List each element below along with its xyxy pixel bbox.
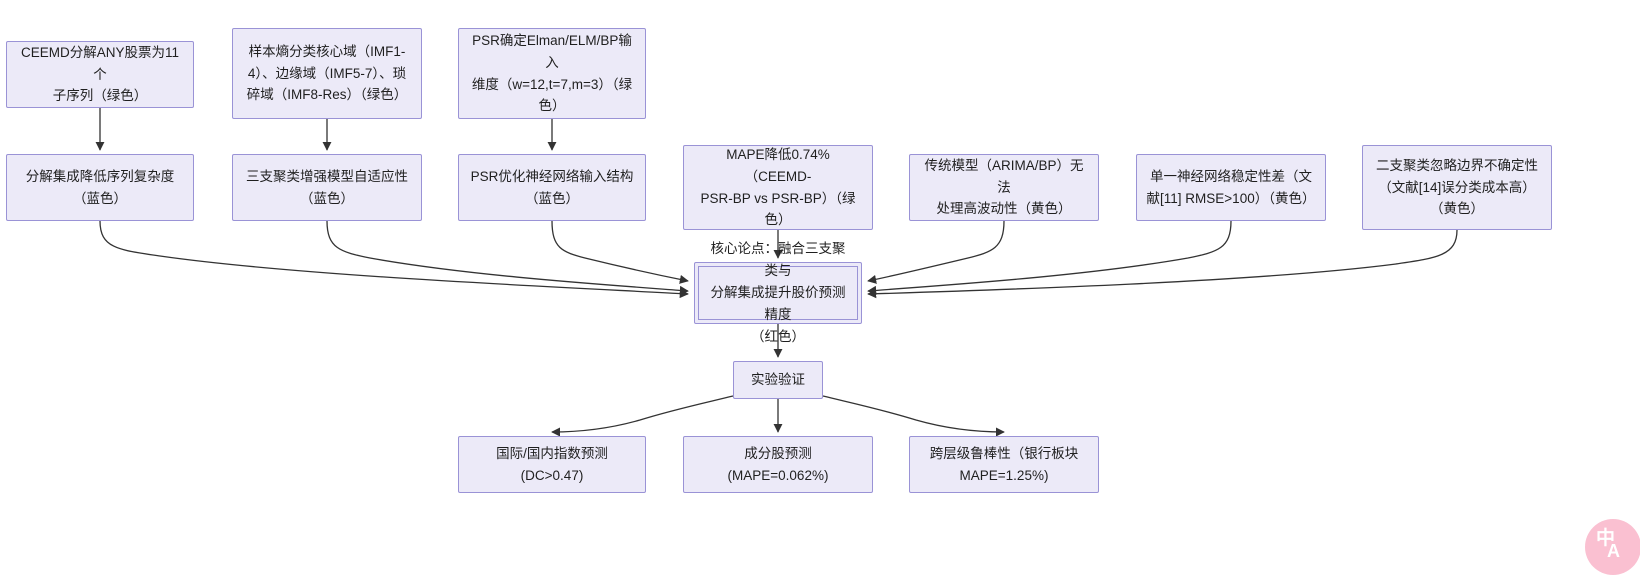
node-result-index-forecast[interactable]: 国际/国内指数预测 (DC>0.47) — [458, 436, 646, 493]
edge-n8-core — [867, 220, 1005, 284]
node-mape-reduction-evidence[interactable]: MAPE降低0.74%（CEEMD- PSR-BP vs PSR-BP）（绿 色… — [683, 145, 873, 230]
node-label: PSR优化神经网络输入结构 （蓝色） — [470, 168, 634, 206]
translate-glyphs: 中 A — [1596, 528, 1630, 564]
node-decomposition-reduces-complexity[interactable]: 分解集成降低序列复杂度 （蓝色） — [6, 154, 194, 221]
edge-verify-r1 — [551, 395, 734, 437]
edge-n6-core — [551, 220, 689, 284]
node-label: 跨层级鲁棒性（银行板块 MAPE=1.25%) — [929, 445, 1079, 483]
edge-verify-r3 — [822, 395, 1005, 437]
node-label: 三支聚类增强模型自适应性 （蓝色） — [246, 168, 408, 206]
node-label: 二支聚类忽略边界不确定性 （文献[14]误分类成本高） （黄色） — [1376, 157, 1538, 217]
node-label: 传统模型（ARIMA/BP）无法 处理高波动性（黄色） — [924, 157, 1084, 217]
edge-n4-core — [99, 220, 689, 299]
node-label: 样本熵分类核心域（IMF1- 4）、边缘域（IMF5-7）、琐 碎域（IMF8-… — [246, 43, 408, 103]
node-label: 实验验证 — [751, 372, 805, 388]
core-thesis-inner: 核心论点：融合三支聚类与 分解集成提升股价预测精度 （红色） — [698, 241, 858, 344]
node-result-cross-level-robustness[interactable]: 跨层级鲁棒性（银行板块 MAPE=1.25%) — [909, 436, 1099, 493]
node-label: 成分股预测 (MAPE=0.062%) — [727, 445, 829, 483]
translate-watermark-icon[interactable]: 中 A — [1585, 519, 1640, 575]
edge-n9-core — [867, 220, 1232, 295]
edge-n5-core — [326, 220, 689, 295]
node-label: 分解集成降低序列复杂度 （蓝色） — [25, 168, 175, 206]
node-ceemd-decompose[interactable]: CEEMD分解ANY股票为11个 子序列（绿色） — [6, 41, 194, 108]
node-psr-input-dimension[interactable]: PSR确定Elman/ELM/BP输入 维度（w=12,t=7,m=3）（绿 色… — [458, 28, 646, 119]
node-experimental-validation[interactable]: 实验验证 — [733, 361, 823, 399]
node-label: 国际/国内指数预测 (DC>0.47) — [496, 445, 608, 483]
edge-n10-core — [867, 229, 1458, 299]
node-result-constituent-stock-forecast[interactable]: 成分股预测 (MAPE=0.062%) — [683, 436, 873, 493]
node-label: PSR确定Elman/ELM/BP输入 维度（w=12,t=7,m=3）（绿 色… — [471, 32, 633, 114]
node-label: MAPE降低0.74%（CEEMD- PSR-BP vs PSR-BP）（绿 色… — [700, 146, 856, 228]
node-core-thesis[interactable]: 核心论点：融合三支聚类与 分解集成提升股价预测精度 （红色） — [694, 241, 862, 344]
node-label: 单一神经网络稳定性差（文 献[11] RMSE>100）（黄色） — [1146, 168, 1316, 206]
translate-en-glyph: A — [1607, 541, 1620, 561]
node-psr-optimizes-network-input[interactable]: PSR优化神经网络输入结构 （蓝色） — [458, 154, 646, 221]
node-two-way-clustering-limitation[interactable]: 二支聚类忽略边界不确定性 （文献[14]误分类成本高） （黄色） — [1362, 145, 1552, 230]
node-traditional-models-limitation[interactable]: 传统模型（ARIMA/BP）无法 处理高波动性（黄色） — [909, 154, 1099, 221]
node-label: 核心论点：融合三支聚类与 分解集成提升股价预测精度 （红色） — [710, 241, 846, 344]
node-label: CEEMD分解ANY股票为11个 子序列（绿色） — [20, 44, 180, 104]
node-single-network-instability[interactable]: 单一神经网络稳定性差（文 献[11] RMSE>100）（黄色） — [1136, 154, 1326, 221]
translate-cn-glyph: 中 — [1596, 528, 1616, 549]
node-sample-entropy-classify[interactable]: 样本熵分类核心域（IMF1- 4）、边缘域（IMF5-7）、琐 碎域（IMF8-… — [232, 28, 422, 119]
node-three-way-clustering-adaptivity[interactable]: 三支聚类增强模型自适应性 （蓝色） — [232, 154, 422, 221]
